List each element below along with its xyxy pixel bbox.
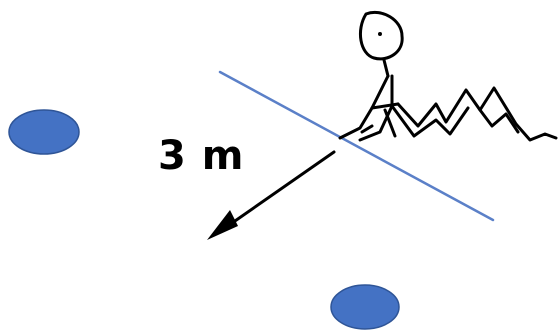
distance-label: 3 m [158,133,245,179]
bottom-dot [330,284,400,330]
left-dot [8,109,80,155]
boundary-line [218,70,495,222]
stick-figure-icon [338,11,558,142]
arrowhead-icon [207,210,238,240]
distance-arrow [207,150,336,240]
